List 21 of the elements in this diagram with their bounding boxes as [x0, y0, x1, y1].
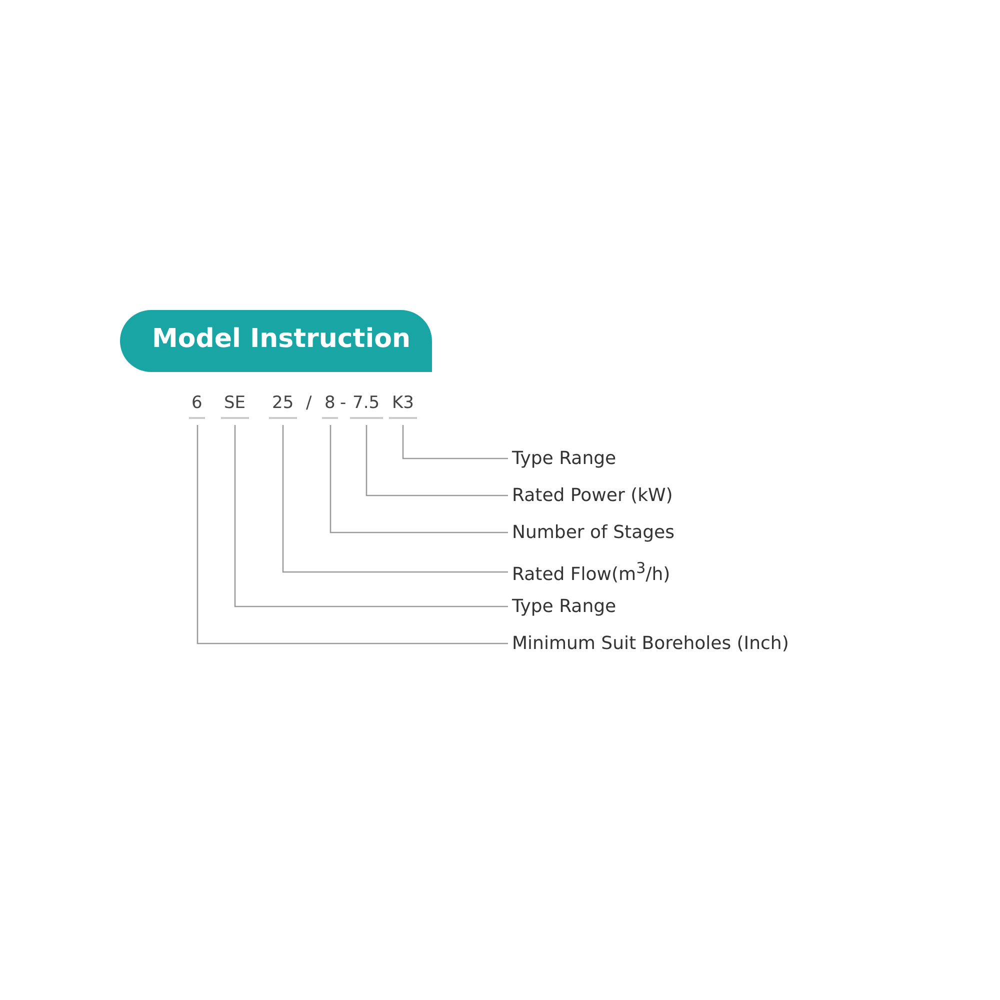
leader-line	[330, 425, 508, 534]
code-segment: K3	[389, 393, 417, 419]
separator-text: /	[306, 393, 312, 413]
code-segment: 8	[322, 393, 338, 419]
separator-text: -	[340, 393, 346, 413]
leader-line	[234, 425, 508, 608]
leader-line	[282, 425, 508, 573]
code-segment: 25	[269, 393, 297, 419]
title: Model Instruction	[152, 324, 410, 354]
description-text: Minimum Suit Boreholes (Inch)	[512, 633, 789, 654]
leader-line	[402, 425, 508, 460]
description-text: Rated Flow(m$^{3}$/h)	[512, 559, 670, 585]
leader-line	[196, 425, 508, 644]
leader-line	[366, 425, 508, 496]
description-text: Type Range	[512, 448, 616, 469]
code-segment: 7.5	[350, 393, 383, 419]
description-text: Number of Stages	[512, 522, 674, 543]
description-text: Rated Power (kW)	[512, 485, 673, 506]
code-segment: SE	[221, 393, 249, 419]
description-text: Type Range	[512, 596, 616, 617]
code-segment: 6	[188, 393, 206, 419]
